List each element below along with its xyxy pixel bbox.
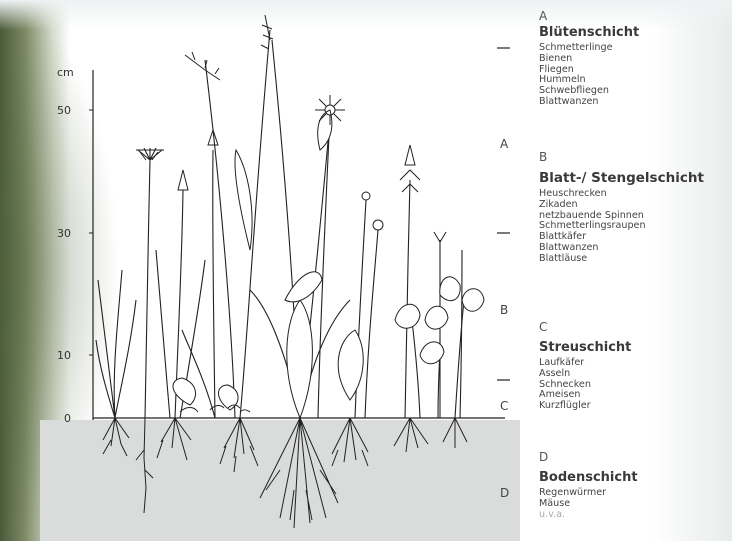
- section-letter: D: [539, 450, 638, 464]
- layer-marker-a: A: [500, 137, 509, 151]
- layer-marker-b: B: [500, 303, 508, 317]
- layer-marker-c: C: [500, 399, 508, 413]
- section-items: Laufkäfer Asseln Schnecken Ameisen Kurzf…: [539, 358, 631, 412]
- tick-label-30: 30: [57, 227, 71, 240]
- layer-marker-d: D: [500, 486, 509, 500]
- list-item: u.v.a.: [539, 510, 638, 521]
- section-items: Heuschrecken Zikaden netzbauende Spinnen…: [539, 189, 704, 265]
- legend-section-b: B Blatt-/ Stengelschicht Heuschrecken Zi…: [539, 150, 704, 265]
- list-item: Kurzflügler: [539, 401, 631, 412]
- legend-section-d: D Bodenschicht Regenwürmer Mäuse u.v.a.: [539, 450, 638, 520]
- section-letter: A: [539, 9, 639, 23]
- section-items: Regenwürmer Mäuse u.v.a.: [539, 488, 638, 520]
- tick-label-50: 50: [57, 104, 71, 117]
- section-letter: B: [539, 150, 704, 164]
- list-item: Mäuse: [539, 499, 638, 510]
- section-title: Streuschicht: [539, 340, 631, 355]
- list-item: Zikaden: [539, 200, 704, 211]
- section-title: Blatt-/ Stengelschicht: [539, 170, 704, 186]
- list-item: Blattwanzen: [539, 97, 639, 108]
- tick-label-0: 0: [64, 412, 71, 425]
- section-items: Schmetterlinge Bienen Fliegen Hummeln Sc…: [539, 43, 639, 108]
- plant-stems: [96, 30, 464, 418]
- legend-section-a: A Blütenschicht Schmetterlinge Bienen Fl…: [539, 9, 639, 108]
- list-item: Asseln: [539, 369, 631, 380]
- list-item: Bienen: [539, 54, 639, 65]
- axis-unit: cm: [57, 66, 74, 79]
- list-item: Blattläuse: [539, 254, 704, 265]
- section-letter: C: [539, 320, 631, 334]
- tick-label-10: 10: [57, 349, 71, 362]
- section-title: Bodenschicht: [539, 470, 638, 485]
- legend-section-c: C Streuschicht Laufkäfer Asseln Schnecke…: [539, 320, 631, 412]
- section-title: Blütenschicht: [539, 25, 639, 40]
